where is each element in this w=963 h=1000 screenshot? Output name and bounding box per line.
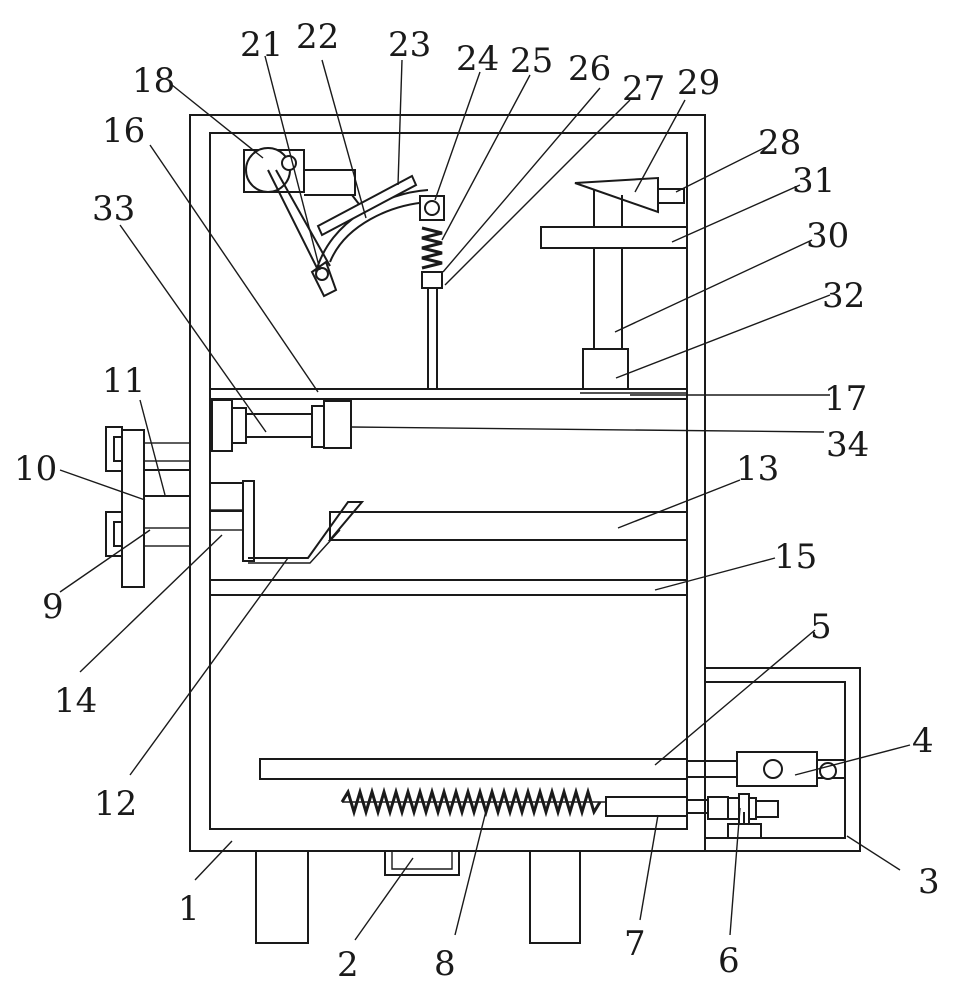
label-1: 1 bbox=[178, 889, 200, 929]
label-6: 6 bbox=[718, 941, 740, 981]
screw-rod-8 bbox=[340, 786, 606, 818]
label-7: 7 bbox=[624, 924, 646, 964]
label-17: 17 bbox=[824, 379, 867, 419]
label-3: 3 bbox=[918, 862, 940, 902]
label-2: 2 bbox=[337, 945, 359, 985]
label-29: 29 bbox=[677, 63, 720, 103]
gear-motor-6 bbox=[707, 793, 779, 839]
leader-lines bbox=[59, 55, 911, 941]
label-15: 15 bbox=[774, 537, 817, 577]
sleeve-7 bbox=[605, 796, 712, 817]
label-27: 27 bbox=[622, 69, 665, 109]
guide-plate-12 bbox=[248, 501, 688, 564]
side-box bbox=[704, 667, 861, 852]
inner-slider-14 bbox=[209, 480, 255, 562]
bottom-handle bbox=[384, 851, 460, 876]
side-adjuster bbox=[105, 426, 191, 588]
label-22: 22 bbox=[296, 17, 339, 57]
label-8: 8 bbox=[434, 944, 456, 984]
spring-25 bbox=[421, 226, 443, 270]
motor-18 bbox=[243, 147, 366, 213]
label-12: 12 bbox=[94, 784, 137, 824]
press-assembly bbox=[540, 176, 688, 390]
label-34: 34 bbox=[826, 425, 869, 465]
label-18: 18 bbox=[132, 61, 175, 101]
label-5: 5 bbox=[810, 607, 832, 647]
cylinder-33 bbox=[211, 399, 352, 452]
label-28: 28 bbox=[758, 123, 801, 163]
filter-screen-15 bbox=[209, 579, 688, 596]
drive-block-4 bbox=[736, 751, 845, 787]
partition-plate bbox=[210, 388, 687, 400]
main-housing bbox=[189, 114, 706, 852]
support-legs bbox=[255, 850, 581, 944]
label-11: 11 bbox=[102, 361, 145, 401]
label-32: 32 bbox=[822, 276, 865, 316]
label-16: 16 bbox=[102, 111, 145, 151]
label-9: 9 bbox=[42, 587, 64, 627]
label-23: 23 bbox=[388, 25, 431, 65]
slide-rod-assembly bbox=[419, 195, 445, 389]
label-21: 21 bbox=[240, 25, 283, 65]
label-33: 33 bbox=[92, 189, 135, 229]
scraper-blade-23 bbox=[316, 174, 418, 237]
label-4: 4 bbox=[912, 721, 934, 761]
label-26: 26 bbox=[568, 49, 611, 89]
swing-link-21 bbox=[267, 169, 338, 298]
push-plate-5 bbox=[259, 758, 737, 780]
label-25: 25 bbox=[510, 41, 553, 81]
label-13: 13 bbox=[736, 449, 779, 489]
part-labels: 18 21 22 23 24 25 26 27 29 28 31 30 32 1… bbox=[14, 17, 940, 985]
label-24: 24 bbox=[456, 39, 499, 79]
label-10: 10 bbox=[14, 449, 57, 489]
label-31: 31 bbox=[792, 161, 835, 201]
label-30: 30 bbox=[806, 216, 849, 256]
label-14: 14 bbox=[54, 681, 97, 721]
